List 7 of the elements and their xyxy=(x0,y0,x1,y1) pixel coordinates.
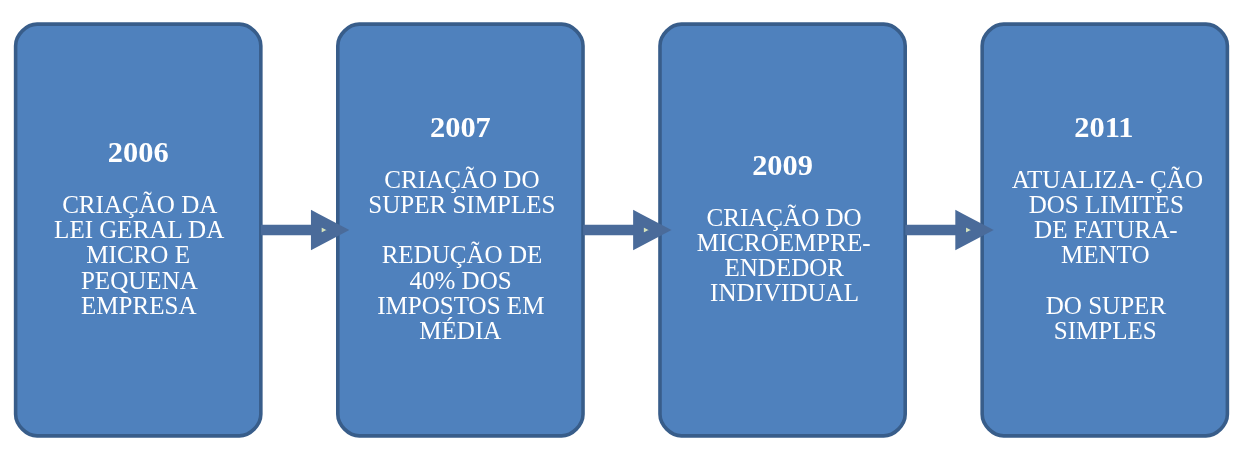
node-box: 2006 CRIAÇÃO DA LEI GERAL DA MICRO E PEQUENA EMPRESA xyxy=(13,21,263,438)
arrow xyxy=(260,209,350,250)
node-box: 2007 CRIAÇÃO DO SUPER SIMPLES REDUÇÃO DE 40% DOS IMPOSTOS EM MÉDIA xyxy=(336,21,585,438)
arrow xyxy=(583,209,672,250)
node-box: 2011 ATUALIZA- ÇÃO DOS LIMITES DE FATURA- MENTO DO SUPER SIMPLES xyxy=(980,21,1230,438)
arrow xyxy=(905,209,994,250)
node-box: 2009 CRIAÇÃO DO MICROEMPRE- ENDEDOR INDIVIDUAL xyxy=(658,21,907,438)
